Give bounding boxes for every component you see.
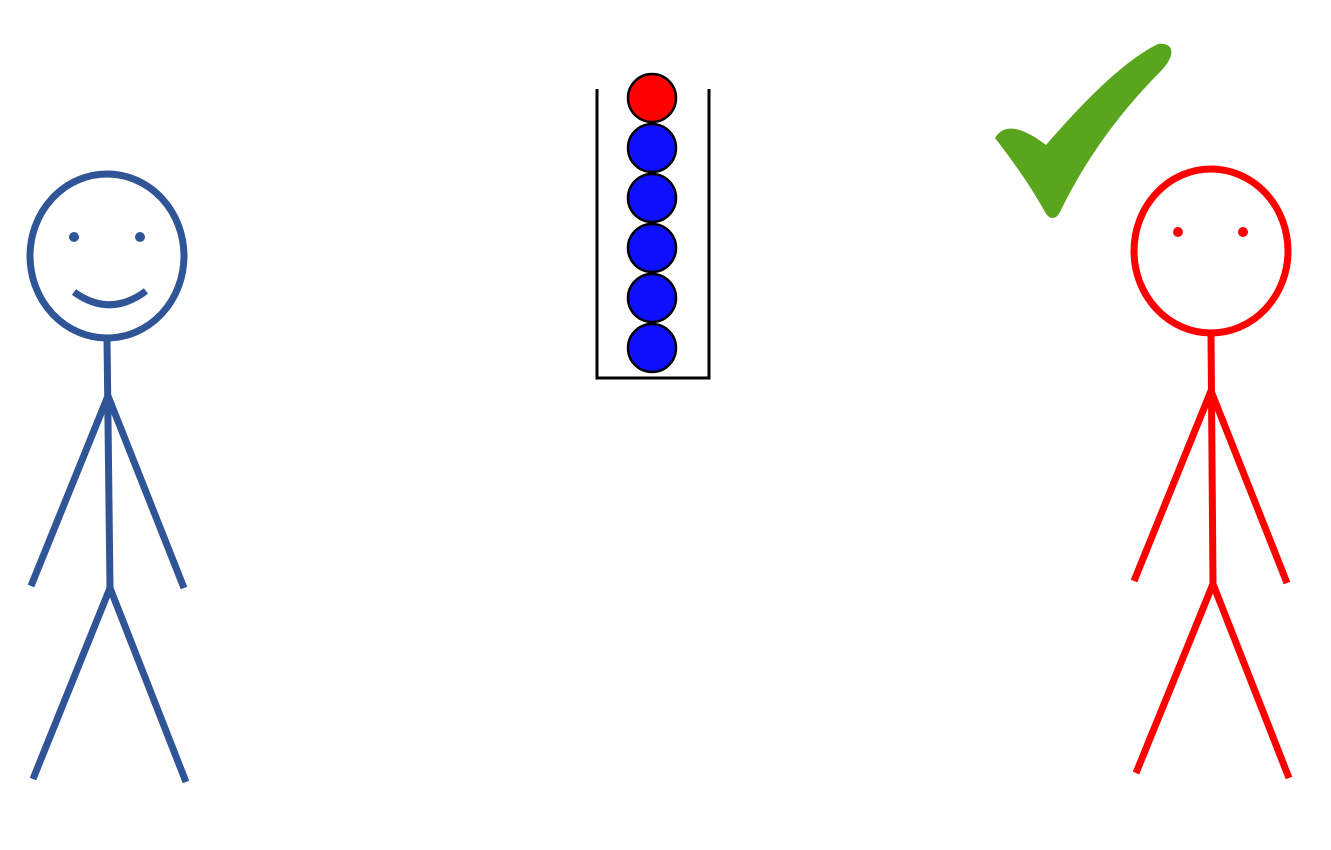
right-figure-neck-torso (1207, 332, 1217, 585)
right-figure-arm-left (1130, 389, 1215, 583)
right-figure-arm-right (1207, 389, 1291, 585)
blue-ball (626, 122, 678, 174)
right-stick-figure-icon (1130, 165, 1293, 780)
blue-ball (626, 222, 678, 274)
red-ball (626, 72, 678, 124)
right-figure-leg-right (1209, 582, 1293, 780)
right-figure-eye-left (1173, 227, 1183, 237)
left-figure-leg-right (106, 586, 190, 784)
ball-stack (626, 72, 678, 374)
right-figure-leg-left (1132, 582, 1217, 775)
right-figure-head (1130, 165, 1292, 337)
left-figure-leg-left (29, 586, 114, 781)
left-figure-smile (71, 288, 149, 309)
left-figure-head (26, 170, 188, 342)
blue-ball (626, 272, 678, 324)
left-stick-figure-icon (26, 170, 190, 784)
tube-icon (595, 72, 711, 380)
left-figure-arm-right (104, 394, 188, 590)
left-figure-arm-left (27, 394, 112, 588)
left-figure-eye-left (69, 232, 79, 242)
blue-ball (626, 172, 678, 224)
tube-outline (595, 89, 711, 380)
left-figure-eye-right (135, 232, 145, 242)
left-figure-neck-torso (103, 337, 114, 589)
blue-ball (626, 322, 678, 374)
right-figure-eye-right (1238, 227, 1248, 237)
checkmark-icon (995, 43, 1172, 219)
